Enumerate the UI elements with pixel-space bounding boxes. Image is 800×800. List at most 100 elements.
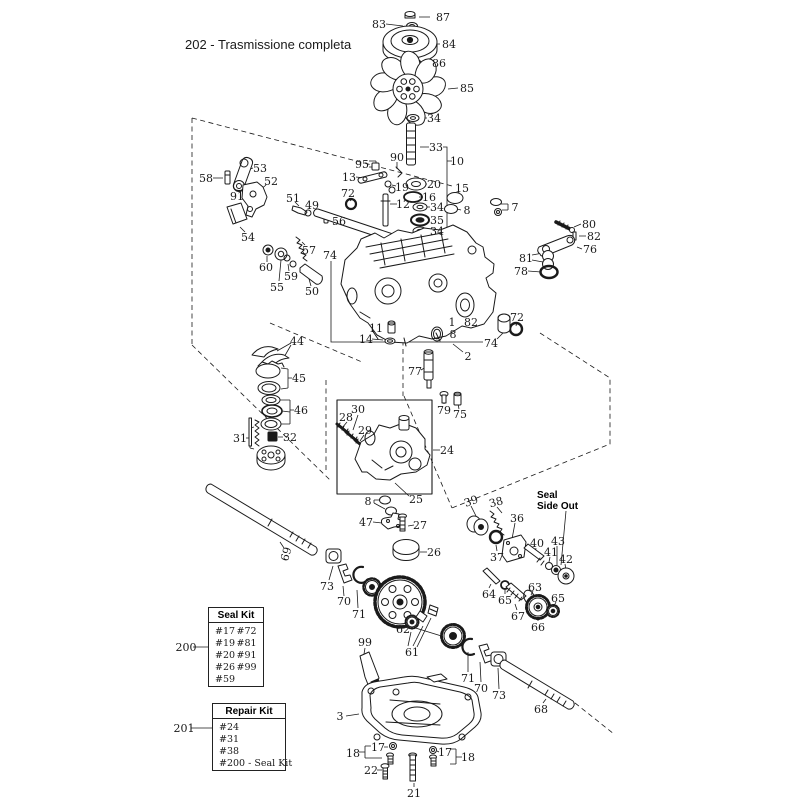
part-callout-82: 82 — [587, 230, 601, 243]
part-callout-70: 70 — [337, 595, 351, 608]
part-callout-41: 41 — [544, 546, 558, 559]
part-79-bolt — [439, 391, 449, 404]
part-24-center-section — [354, 415, 431, 481]
part-callout-67: 67 — [511, 610, 525, 623]
part-65-gear-right — [546, 604, 560, 618]
part-90-pin — [395, 166, 403, 178]
part-callout-87: 87 — [436, 11, 450, 24]
part-callout-8: 8 — [464, 204, 471, 217]
part-40-shaft — [523, 543, 545, 566]
part-71-clip-left — [352, 565, 367, 584]
part-callout-47: 47 — [359, 516, 373, 529]
part-callout-42: 42 — [559, 553, 573, 566]
part-callout-34: 34 — [430, 225, 444, 238]
part-callout-58: 58 — [199, 172, 213, 185]
part-18-bolt-left — [386, 752, 394, 765]
part-callout-72: 72 — [510, 311, 524, 324]
part-callout-50: 50 — [305, 285, 319, 298]
part-13-lever — [357, 171, 388, 184]
kit-row-cell: #99 — [236, 662, 257, 673]
part-callout-90: 90 — [390, 151, 404, 164]
part-33-input-shaft — [406, 122, 416, 166]
part-54-block — [226, 202, 248, 225]
kit-row: #200 - Seal Kit — [219, 758, 292, 770]
part-73-bushing-left — [325, 548, 342, 564]
part-callout-33: 33 — [429, 141, 443, 154]
part-callout-46: 46 — [294, 404, 308, 417]
part-callout-2: 2 — [465, 350, 472, 363]
part-8-cup-upper — [444, 204, 458, 214]
seal-kit-rows: #17#72#19#81#20#91#26#99#59 — [209, 623, 263, 688]
part-16-oring — [403, 191, 423, 203]
kit-row: #59 — [215, 674, 258, 686]
part-42-disc — [557, 567, 575, 585]
part-61-cone — [427, 604, 439, 617]
part-66-bevel-gear — [525, 594, 551, 620]
seal-kit-ref-number: 200 — [176, 641, 197, 654]
part-14-ring — [384, 337, 396, 345]
seal-kit-box: Seal Kit #17#72#19#81#20#91#26#99#59 — [208, 607, 264, 687]
part-callout-51: 51 — [286, 192, 300, 205]
part-callout-49: 49 — [305, 199, 319, 212]
part-callout-74: 74 — [323, 249, 337, 262]
part-callout-13: 13 — [342, 171, 356, 184]
part-39-wheel — [466, 515, 489, 536]
part-12-pin — [380, 193, 391, 227]
part-callout-64: 64 — [482, 588, 496, 601]
part-callout-35: 35 — [430, 214, 444, 227]
kit-row: #38 — [219, 746, 280, 758]
kit-row-cell: #26 — [215, 662, 236, 673]
part-callout-30: 30 — [351, 403, 365, 416]
part-19-rings — [384, 180, 396, 194]
seal-side-out-note-line1: Seal — [537, 490, 558, 501]
part-26-ring — [392, 539, 420, 561]
part-87-cap — [404, 11, 416, 19]
part-55-washer — [274, 247, 288, 261]
repair-kit-rows: #24#31#38#200 - Seal Kit — [213, 719, 292, 772]
part-75-plug — [453, 391, 462, 406]
part-callout-7: 7 — [512, 201, 519, 214]
part-callout-75: 75 — [453, 408, 467, 421]
part-callout-61: 61 — [405, 646, 419, 659]
part-callout-39: 39 — [462, 493, 480, 510]
part-80-screw — [554, 220, 575, 233]
kit-row: #31 — [219, 734, 280, 746]
kit-row-cell: #59 — [215, 674, 236, 685]
part-69-axle-left — [205, 483, 318, 556]
part-32-key — [267, 431, 278, 442]
part-callout-12: 12 — [396, 198, 410, 211]
part-45-rotor — [255, 360, 285, 395]
part-callout-60: 60 — [259, 261, 273, 274]
kit-row-cell — [237, 674, 259, 686]
part-callout-34: 34 — [430, 201, 444, 214]
part-64-pin — [482, 567, 501, 585]
part-callout-20: 20 — [427, 178, 441, 191]
part-callout-37: 37 — [490, 551, 504, 564]
part-callout-22: 22 — [364, 764, 378, 777]
part-67-spline-shaft — [505, 582, 527, 602]
repair-kit-box: Repair Kit #24#31#38#200 - Seal Kit — [212, 703, 292, 772]
part-callout-55: 55 — [270, 281, 284, 294]
part-callout-57: 57 — [302, 244, 316, 257]
kit-row-cell: #81 — [236, 638, 257, 649]
part-callout-80: 80 — [582, 218, 596, 231]
part-callout-11: 11 — [369, 322, 383, 335]
part-callout-8: 8 — [365, 495, 372, 508]
kit-row: #20#91 — [215, 650, 258, 662]
part-78-seal — [539, 264, 559, 280]
part-callout-74: 74 — [484, 337, 498, 350]
part-72-seal-upper — [344, 197, 358, 211]
kit-row-cell: #20 — [215, 650, 236, 661]
part-callout-3: 3 — [337, 710, 344, 723]
part-18-bolt-right — [429, 754, 437, 767]
part-74-bushing-right — [497, 313, 511, 334]
part-36-plate — [501, 534, 527, 563]
part-callout-95: 95 — [355, 158, 369, 171]
part-callout-27: 27 — [413, 519, 427, 532]
part-17-nut-right — [429, 746, 437, 754]
part-34-ring-top — [406, 114, 420, 122]
kit-row: #26#99 — [215, 662, 258, 674]
part-callout-14: 14 — [359, 333, 373, 346]
